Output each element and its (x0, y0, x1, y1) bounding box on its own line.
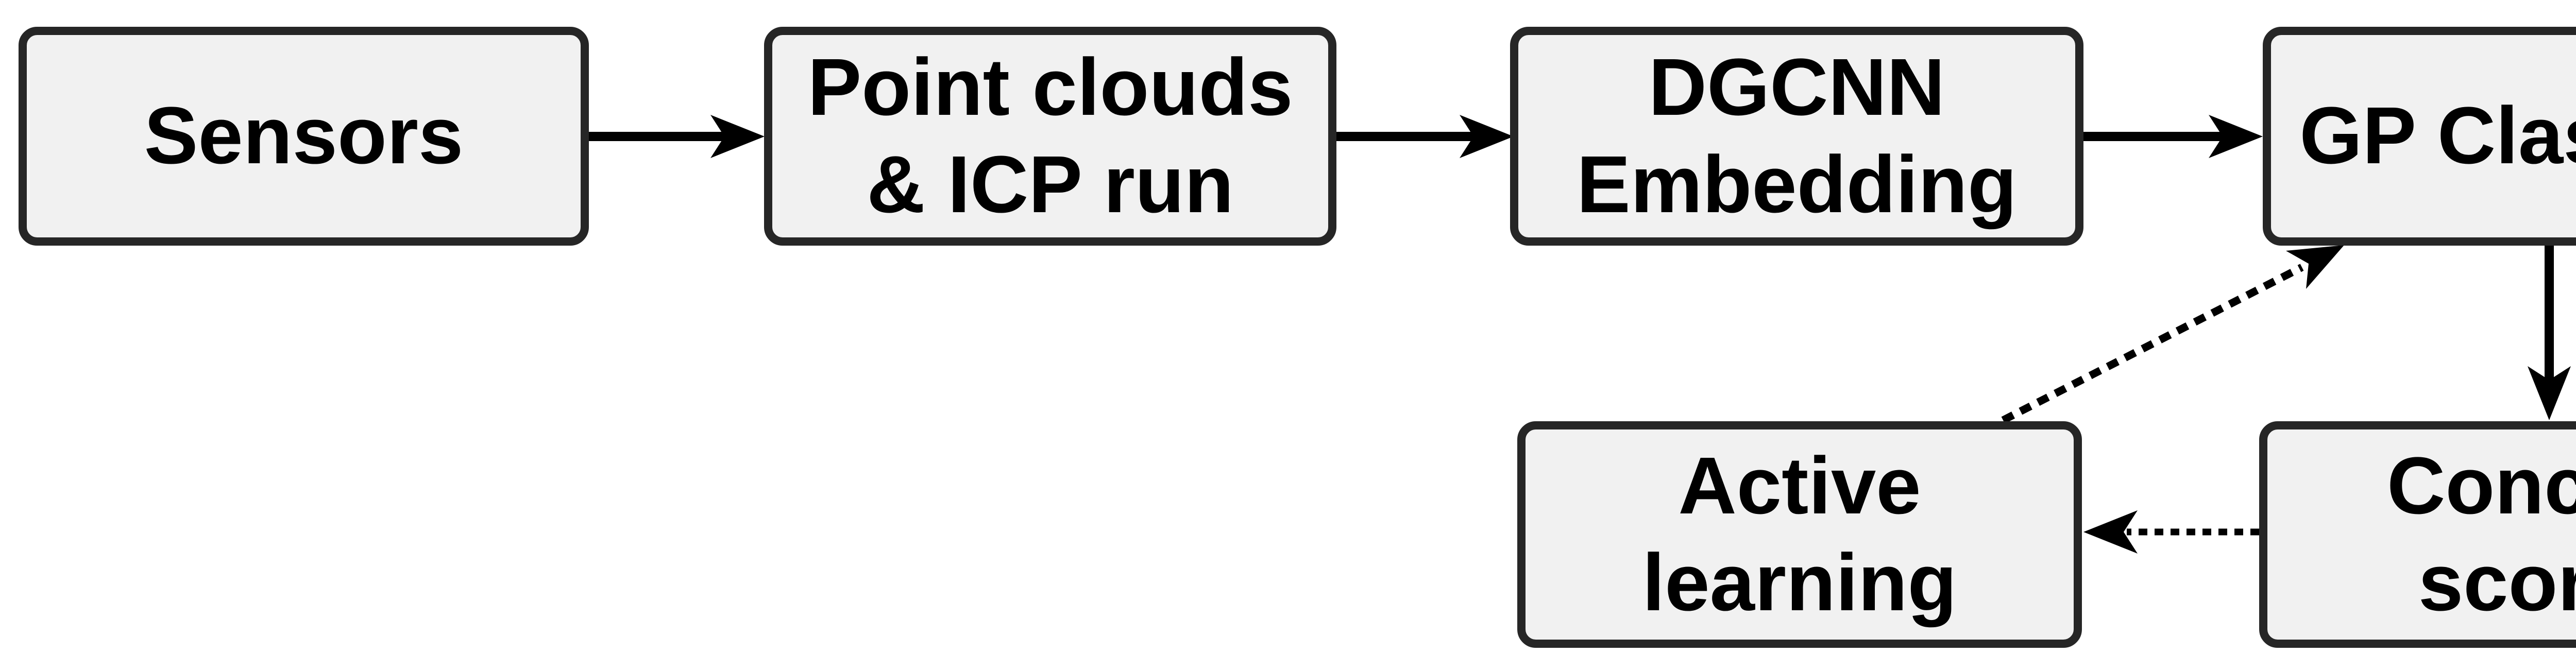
node-label-line: learning (1642, 538, 1957, 628)
node-dgcnn-embedding: DGCNN Embedding (1510, 27, 2083, 246)
node-label-line: DGCNN (1648, 42, 1945, 133)
node-label-line: Sensors (144, 91, 464, 181)
node-label-line: scores (2418, 538, 2576, 628)
arrow-gp-classifier-to-concept-scores (2528, 246, 2571, 420)
node-label-line: & ICP run (867, 139, 1234, 230)
node-label-line: Active (1678, 440, 1921, 531)
arrow-concept-scores-to-active-learning (2083, 510, 2259, 554)
arrow-point-clouds-to-dgcnn (1336, 115, 1514, 158)
dotted-arrow-shaft (2001, 264, 2304, 424)
arrowhead-right-icon (1460, 115, 1514, 158)
arrowhead-upright-icon (2286, 245, 2344, 289)
arrowhead-down-icon (2528, 366, 2571, 420)
node-sensors: Sensors (19, 27, 589, 246)
node-gp-classifier: GP Classifier (2263, 27, 2576, 246)
node-concept-scores: Concept scores (2259, 421, 2576, 648)
node-point-clouds-icp: Point clouds & ICP run (764, 27, 1336, 246)
node-label-line: Embedding (1577, 139, 2017, 230)
node-label-line: Point clouds (807, 42, 1293, 133)
arrowhead-left-icon (2083, 510, 2138, 554)
node-label-line: Concept (2387, 440, 2576, 531)
node-label-line: GP Classifier (2299, 91, 2576, 181)
arrow-dgcnn-to-gp-classifier (2083, 115, 2263, 158)
arrow-sensors-to-point-clouds (589, 115, 765, 158)
node-active-learning: Active learning (1517, 421, 2082, 648)
arrowhead-right-icon (2209, 115, 2263, 158)
arrowhead-right-icon (710, 115, 765, 158)
arrow-active-learning-to-gp-classifier (2001, 245, 2344, 424)
